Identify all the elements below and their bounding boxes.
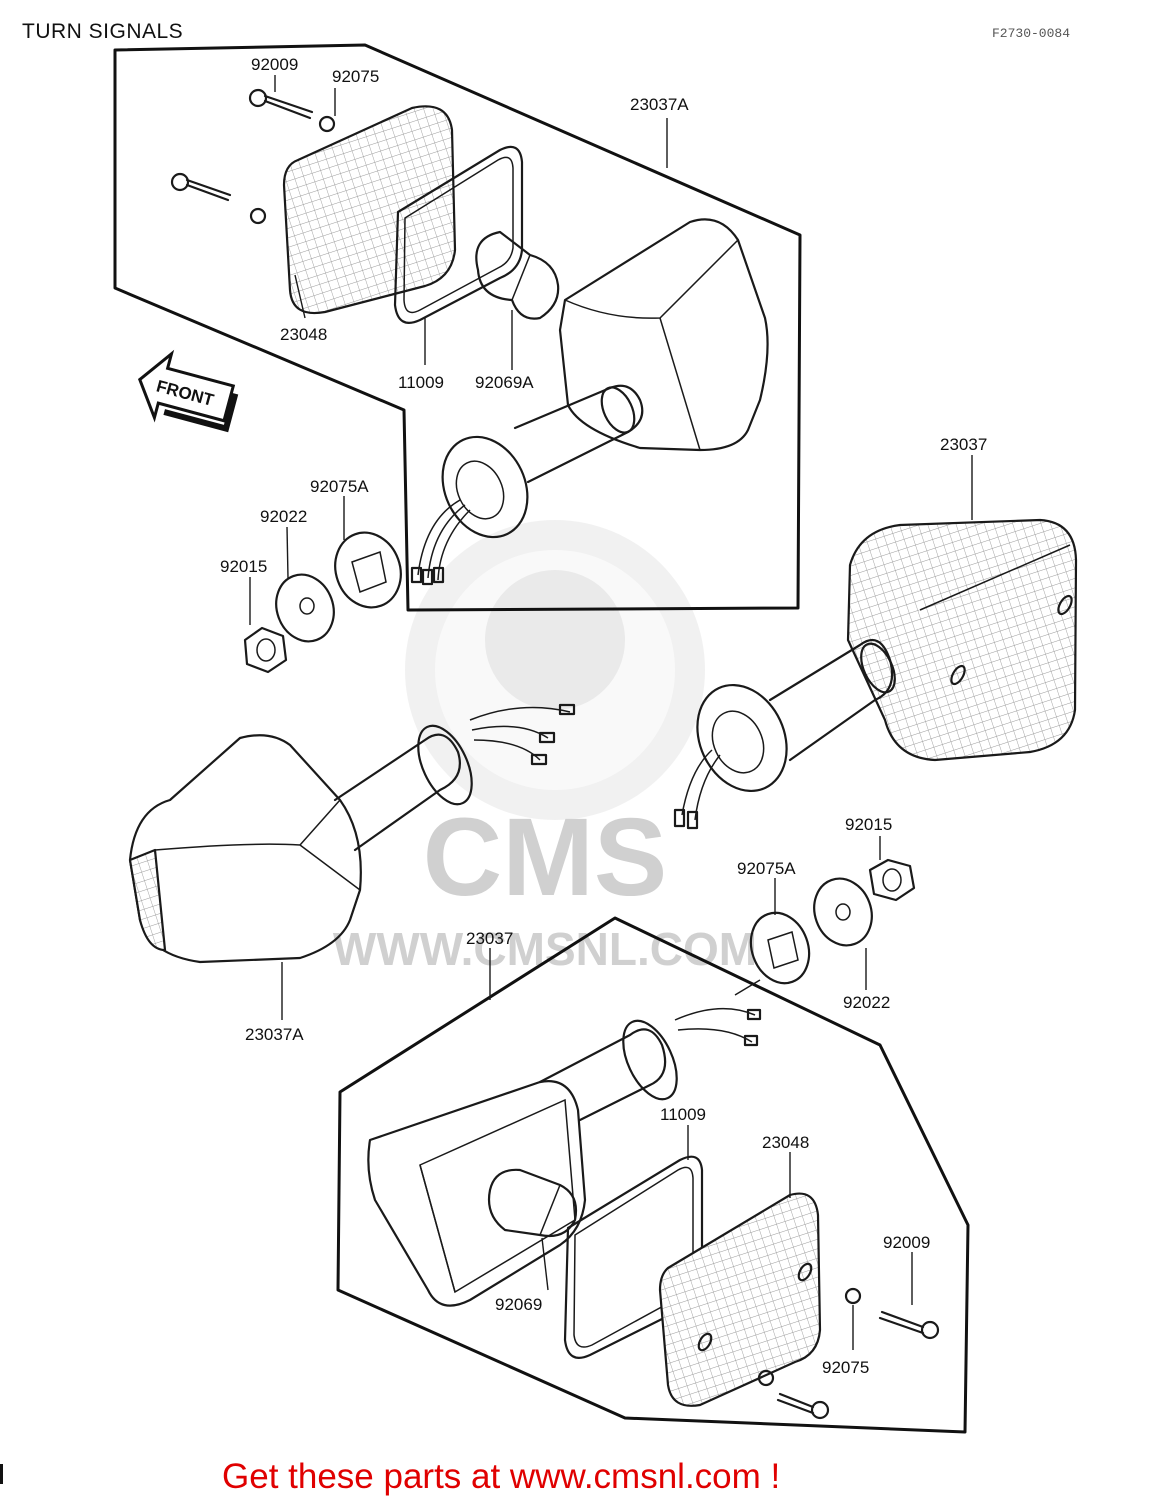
grommet-92075A-icon (749, 911, 811, 985)
label-23048-bottom: 23048 (762, 1133, 809, 1152)
washer-92075-icon (249, 207, 267, 225)
label-11009-bottom: 11009 (660, 1105, 706, 1124)
watermark-brand: CMS (423, 796, 667, 919)
label-92015-left: 92015 (220, 557, 267, 576)
label-11009-top: 11009 (398, 373, 444, 392)
washer-92075-icon (318, 115, 336, 133)
middle-turn-signal-assembly (128, 703, 576, 964)
housing-23037-icon (846, 518, 1078, 762)
label-23037-right: 23037 (940, 435, 987, 454)
top-turn-signal-assembly (170, 88, 769, 674)
label-92015-right: 92015 (845, 815, 892, 834)
page-edge-mark (0, 1464, 3, 1484)
right-hardware-group (734, 858, 916, 996)
right-turn-signal-assembly (673, 518, 1078, 830)
cmsnl-watermark: CMS WWW.CMSNL.COM (333, 520, 757, 975)
screw-92009-icon (776, 1310, 940, 1420)
promo-link-text[interactable]: Get these parts at www.cmsnl.com ! (222, 1457, 780, 1496)
label-92069A-top: 92069A (475, 373, 534, 392)
washer-92022-icon (275, 573, 335, 643)
screw-92009-icon (170, 88, 314, 202)
label-92075A-left: 92075A (310, 477, 369, 496)
washer-92075-icon (844, 1287, 862, 1305)
bottom-turn-signal-assembly (367, 1007, 940, 1420)
grommet-92075A-icon (334, 531, 402, 609)
lens-23048-icon (282, 105, 457, 315)
bulb-92069A-icon (475, 230, 560, 320)
label-92009-bottom: 92009 (883, 1233, 930, 1252)
leader-lines (249, 75, 973, 1350)
part-number-labels: 92009 92075 23037A 23048 11009 92069A 92… (220, 55, 987, 1377)
gasket-11009-icon (393, 145, 524, 324)
label-23037-bottom: 23037 (466, 929, 513, 948)
nut-92015-icon (243, 626, 288, 674)
housing-23037A-icon (410, 218, 769, 586)
lens-23048-icon (658, 1192, 822, 1407)
diagram-title: TURN SIGNALS (22, 20, 183, 43)
front-direction-arrow: FRONT (137, 349, 239, 433)
bulb-92069-icon (487, 1168, 578, 1238)
label-92009-top: 92009 (251, 55, 298, 74)
label-92075-bottom: 92075 (822, 1358, 869, 1377)
label-92069-bottom: 92069 (495, 1295, 542, 1314)
washer-92075-icon (757, 1369, 775, 1387)
figure-code: F2730-0084 (992, 26, 1070, 41)
top-assembly-frame (113, 43, 802, 612)
watermark-site: WWW.CMSNL.COM (333, 923, 757, 975)
label-92075A-right: 92075A (737, 859, 796, 878)
label-92022-right: 92022 (843, 993, 890, 1012)
label-92075-top: 92075 (332, 67, 379, 86)
label-23048-top: 23048 (280, 325, 327, 344)
bottom-assembly-frame (336, 916, 970, 1434)
washer-92022-icon (813, 877, 873, 947)
nut-92015-icon (868, 858, 916, 902)
label-23037A-top: 23037A (630, 95, 689, 114)
housing-23037A-icon (128, 734, 362, 964)
label-92022-left: 92022 (260, 507, 307, 526)
label-23037A-middle: 23037A (245, 1025, 304, 1044)
